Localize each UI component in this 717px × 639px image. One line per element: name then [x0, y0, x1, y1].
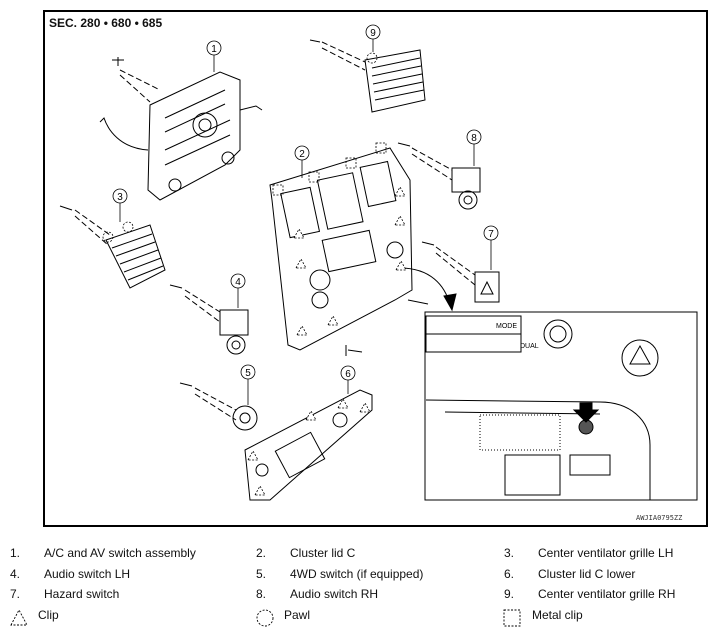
audio-switch-lh-part [219, 309, 249, 355]
clip-triangle-icon [305, 410, 317, 421]
legend-item-2: 2.Cluster lid C [256, 546, 356, 560]
clip-triangle-icon [295, 258, 307, 269]
callout-8: 8 [471, 133, 477, 144]
section-label: SEC. 280 • 680 • 685 [49, 16, 163, 30]
pawl-circle-icon [256, 609, 274, 627]
legend-item-9: 9.Center ventilator grille RH [504, 587, 676, 601]
callout-5: 5 [245, 368, 251, 379]
cluster-lid-c-part [269, 147, 413, 351]
legend-item-8: 8.Audio switch RH [256, 587, 379, 601]
legend-item-7: 7.Hazard switch [10, 587, 120, 601]
clip-triangle-icon [296, 325, 308, 336]
metal-clip-square-icon [503, 609, 521, 627]
clip-triangle-icon [293, 228, 305, 239]
center-ventilator-grille-rh-part [364, 49, 426, 113]
callout-2: 2 [299, 149, 305, 160]
callout-1: 1 [211, 44, 217, 55]
pawl-circle-icon [122, 221, 134, 233]
legend-item-3: 3.Center ventilator grille LH [504, 546, 674, 560]
detail-inset [424, 311, 698, 501]
clip-triangle-icon [337, 398, 349, 409]
exploded-view-diagram: 1 2 3 4 5 6 7 8 9 MODE DUAL [59, 24, 698, 501]
pawl-circle-icon [366, 52, 378, 64]
legend-symbol-clip: Clip [38, 608, 59, 622]
legend-item-6: 6.Cluster lid C lower [504, 567, 636, 581]
legend-symbol-metal-clip: Metal clip [532, 608, 583, 622]
clip-triangle-icon [359, 402, 371, 413]
hazard-switch-part [474, 271, 500, 303]
clip-triangle-icon [254, 485, 266, 496]
legend-item-5: 5.4WD switch (if equipped) [256, 567, 424, 581]
legend-item-1: 1.A/C and AV switch assembly [10, 546, 196, 560]
pawl-circle-icon [102, 231, 114, 243]
clip-triangle-icon [10, 609, 28, 626]
clip-triangle-icon [395, 260, 407, 271]
inset-dual-label: DUAL [520, 343, 539, 350]
metal-clip-square-icon [375, 142, 387, 154]
legend-symbol-pawl: Pawl [284, 608, 311, 622]
legend-item-4: 4.Audio switch LH [10, 567, 131, 581]
ac-av-switch-assembly-part [99, 71, 263, 201]
audio-switch-rh-part [451, 167, 481, 210]
center-ventilator-grille-lh-part [105, 224, 166, 289]
callout-4: 4 [235, 277, 241, 288]
metal-clip-square-icon [345, 157, 357, 169]
callout-6: 6 [345, 369, 351, 380]
clip-triangle-icon [394, 186, 406, 197]
inset-mode-label: MODE [496, 323, 517, 330]
callout-9: 9 [370, 28, 376, 39]
clip-triangle-icon [247, 450, 259, 461]
four-wd-switch-part [232, 405, 258, 431]
metal-clip-square-icon [272, 184, 284, 196]
figure-code: AWJIA0795ZZ [636, 514, 683, 522]
cluster-lid-c-lower-part [244, 389, 373, 501]
callout-7: 7 [488, 229, 494, 240]
clip-triangle-icon [327, 315, 339, 326]
metal-clip-square-icon [308, 171, 320, 183]
clip-triangle-icon [394, 215, 406, 226]
callout-3: 3 [117, 192, 123, 203]
